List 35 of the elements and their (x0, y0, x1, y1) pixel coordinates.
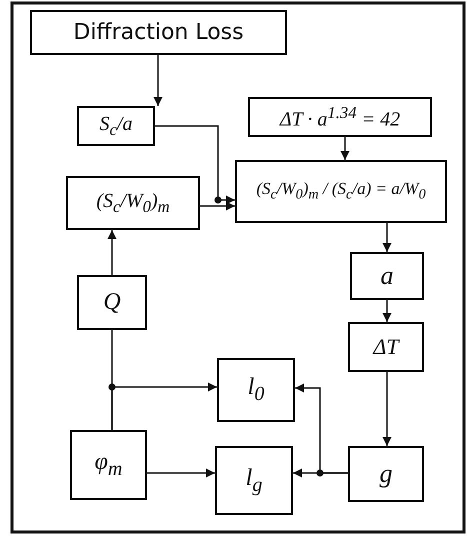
box-label: Diffraction Loss (73, 20, 244, 45)
process-box (77, 106, 155, 146)
arrow (295, 384, 348, 474)
process-box (66, 176, 200, 230)
arrow (382, 223, 392, 252)
process-box (348, 446, 424, 502)
arrow (111, 382, 217, 430)
arrow (147, 468, 215, 478)
process-box (248, 97, 432, 137)
process-box (235, 160, 447, 223)
formula-label: ΔT (373, 334, 399, 360)
arrow (382, 372, 392, 446)
process-box (350, 252, 424, 300)
process-box (217, 358, 295, 422)
formula-label: ΔT · a$^{1.34}$ = 42 (280, 102, 400, 132)
process-box (30, 10, 287, 55)
formula-label: l$_{0}$ (248, 374, 264, 406)
formula-label: (S$_{c}$/W$_{0}$)$_{m}$ (96, 190, 170, 216)
arrow (340, 137, 350, 160)
arrow (108, 230, 116, 275)
formula-label: l$_{g}$ (246, 464, 262, 496)
arrow (382, 300, 392, 322)
process-box (348, 322, 424, 372)
arrow (200, 202, 235, 210)
process-box (70, 430, 147, 500)
formula-label: a (380, 261, 394, 291)
process-box (77, 275, 147, 330)
formula-label: S$_{c}$/a (100, 112, 132, 140)
formula-label: φ$_{m}$ (94, 449, 122, 481)
formula-label: g (380, 459, 392, 489)
arrow (154, 55, 162, 106)
arrow (155, 125, 235, 204)
process-box (215, 446, 293, 515)
formula-label: (S$_{c}$/W$_{0}$)$_{m}$ / (S$_{c}$/a) = a/W$_{0}$ (256, 179, 426, 204)
formula-label: Q (103, 289, 121, 316)
